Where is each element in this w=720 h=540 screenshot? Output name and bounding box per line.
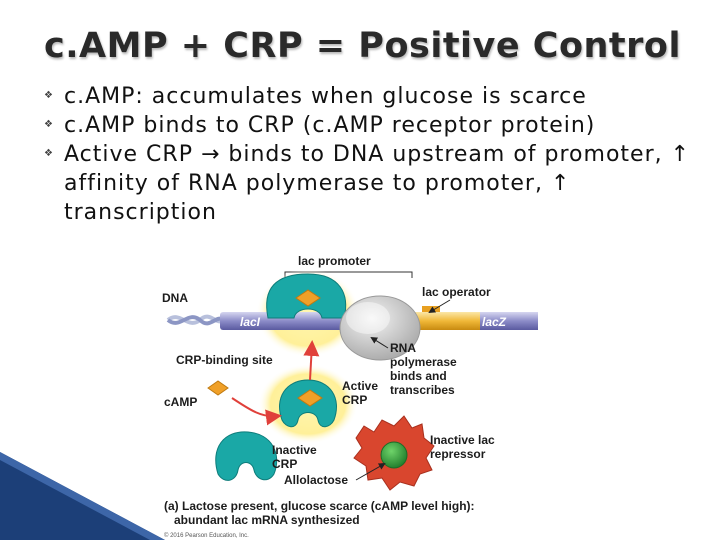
decorative-bullet-icon: ❖ — [44, 119, 54, 130]
allolactose-label: Allolactose — [284, 473, 348, 487]
inactive-crp-shape — [215, 431, 278, 481]
rna-polymerase-label-4: transcribes — [390, 383, 455, 397]
laci-gene-label: lacI — [240, 315, 261, 329]
bullet-item: ❖ c.AMP binds to CRP (c.AMP receptor pro… — [44, 111, 694, 140]
dna-label: DNA — [162, 291, 188, 305]
corner-decoration — [0, 452, 165, 540]
crp-binding-site-label: CRP-binding site — [176, 353, 273, 367]
active-crp-label-2: CRP — [342, 393, 367, 407]
bullet-text: c.AMP binds to CRP (c.AMP receptor prote… — [64, 113, 596, 138]
active-crp-label-1: Active — [342, 379, 378, 393]
decorative-bullet-icon: ❖ — [44, 148, 54, 159]
dna-strand-right — [480, 312, 538, 330]
lacz-gene-label: lacZ — [482, 315, 507, 329]
bullet-text: Active CRP → binds to DNA upstream of pr… — [64, 142, 691, 225]
slide-title: c.AMP + CRP = Positive Control — [44, 26, 681, 66]
copyright-label: © 2016 Pearson Education, Inc. — [164, 532, 249, 539]
lac-operon-diagram: lac promoter DNA lacI lacZ lac operator … — [162, 254, 538, 539]
rna-polymerase-label-3: binds and — [390, 369, 447, 383]
rna-polymerase-shape — [339, 295, 421, 361]
bullet-list: ❖ c.AMP: accumulates when glucose is sca… — [44, 82, 694, 227]
inactive-repressor-label-1: Inactive lac — [430, 433, 495, 447]
rna-polymerase-label: RNA — [390, 341, 416, 355]
camp-label: cAMP — [164, 395, 197, 409]
inactive-repressor-label-2: repressor — [430, 447, 486, 461]
lac-promoter-label: lac promoter — [298, 254, 371, 268]
allolactose-shape — [380, 441, 408, 469]
lac-operator-label: lac operator — [422, 285, 491, 299]
bullet-item: ❖ Active CRP → binds to DNA upstream of … — [44, 140, 694, 227]
bound-camp-shape — [295, 289, 321, 307]
rna-polymerase-label-2: polymerase — [390, 355, 457, 369]
camp-arrow — [231, 397, 282, 426]
caption-line-1: (a) Lactose present, glucose scarce (cAM… — [164, 499, 475, 513]
inactive-crp-label-1: Inactive — [272, 443, 317, 457]
bullet-item: ❖ c.AMP: accumulates when glucose is sca… — [44, 82, 694, 111]
caption-line-2: abundant lac mRNA synthesized — [174, 513, 360, 527]
active-camp-shape — [297, 389, 323, 407]
activation-arrow — [303, 340, 320, 381]
camp-shape — [207, 380, 229, 396]
decorative-bullet-icon: ❖ — [44, 90, 54, 101]
bullet-text: c.AMP: accumulates when glucose is scarc… — [64, 84, 587, 109]
inactive-crp-label-2: CRP — [272, 457, 297, 471]
